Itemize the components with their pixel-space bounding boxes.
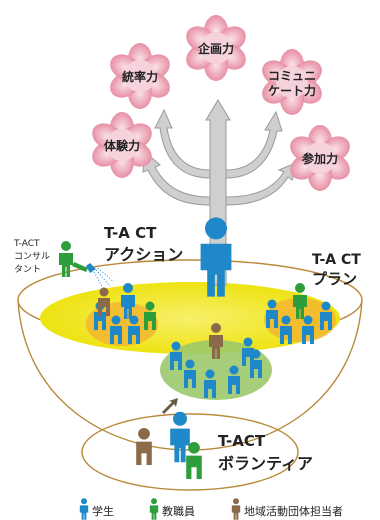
staff-icon <box>149 498 159 520</box>
consultant-line1: T-ACT <box>13 239 40 249</box>
legend-staff: 教職員 <box>149 498 195 520</box>
branch-right-upper <box>225 110 283 179</box>
flower-label-leadership: 統率力 <box>122 69 158 84</box>
flower-experience: 体験力 <box>87 112 157 178</box>
consultant-line3: タント <box>14 264 41 275</box>
consultant-figure <box>59 241 115 291</box>
flower-leadership: 統率力 <box>105 43 175 109</box>
legend-community-label: 地域活動団体担当者 <box>244 504 343 518</box>
flower-communication: コミュニ ケート力 <box>257 49 327 115</box>
volunteer-title-line2: ボランティア <box>218 454 313 473</box>
action-title-line1: T-A CT <box>104 224 157 242</box>
consultant-line2: コンサル <box>14 251 50 262</box>
flower-label-communication-2: ケート力 <box>268 83 316 98</box>
legend: 学生 教職員 地域活動団体担当者 <box>79 498 343 520</box>
legend-staff-label: 教職員 <box>162 505 195 518</box>
plan-title-line2: プラン <box>312 270 357 288</box>
branch-right-lower <box>225 161 299 206</box>
action-title-line2: アクション <box>104 245 183 264</box>
flower-label-experience: 体験力 <box>104 138 140 153</box>
volunteer-arrow <box>162 398 178 414</box>
plan-title-line1: T-A CT <box>312 252 361 268</box>
flower-label-planning: 企画力 <box>197 41 234 56</box>
flower-participation: 参加力 <box>285 125 355 191</box>
inner-bowl-ring <box>81 413 299 491</box>
legend-student-label: 学生 <box>92 504 114 518</box>
consultant-label: T-ACT コンサル タント <box>13 239 50 275</box>
volunteer-title-line1: T-ACT <box>218 432 266 450</box>
plan-group <box>264 283 336 344</box>
volunteer-group <box>136 398 202 479</box>
community-icon <box>231 498 241 520</box>
legend-community: 地域活動団体担当者 <box>231 498 343 520</box>
flower-planning: 企画力 <box>181 15 251 81</box>
center-group <box>160 323 272 400</box>
flower-label-participation: 参加力 <box>302 151 338 166</box>
action-group <box>86 283 158 346</box>
flower-label-communication-1: コミュニ <box>268 69 316 83</box>
branch-left-upper <box>154 108 211 179</box>
legend-student: 学生 <box>79 498 114 520</box>
student-icon <box>79 498 89 520</box>
